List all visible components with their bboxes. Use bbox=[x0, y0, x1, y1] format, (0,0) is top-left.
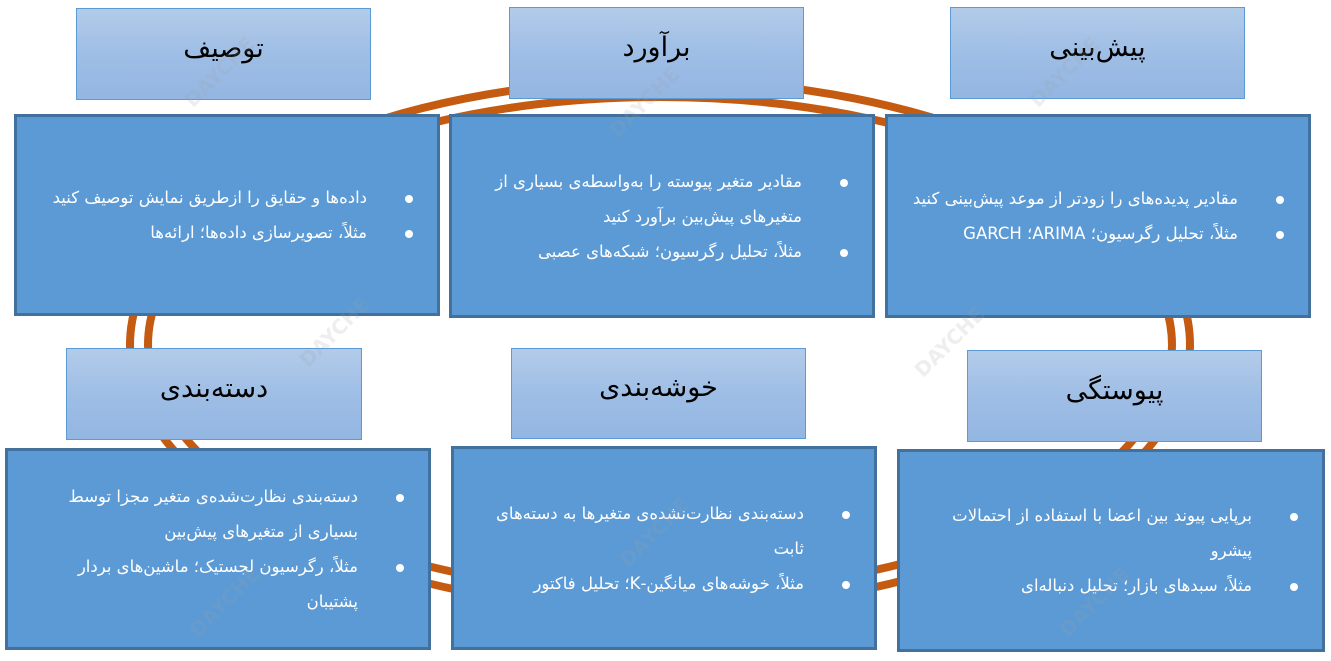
bullet-list: دسته‌بندی نظارت‌نشده‌ی متغیرها به دسته‌ه… bbox=[454, 496, 874, 601]
bullet-item: مثلاً، خوشه‌های میانگین-K؛ تحلیل فاکتور bbox=[468, 566, 850, 601]
node-title-text: توصیف bbox=[183, 32, 264, 64]
bullet-item: مثلاً، سبدهای بازار؛ تحلیل دنباله‌ای bbox=[914, 568, 1298, 603]
node-content-description: داده‌ها و حقایق را ازطریق نمایش توصیف کن… bbox=[14, 114, 440, 316]
bullet-item: مقادیر پدیده‌های را زودتر از موعد پیش‌بی… bbox=[902, 181, 1284, 216]
node-title-description: توصیف bbox=[76, 8, 371, 100]
bullet-item: مقادیر متغیر پیوسته را به‌واسطه‌ی بسیاری… bbox=[466, 164, 848, 234]
bullet-item: دسته‌بندی نظارت‌نشده‌ی متغیرها به دسته‌ه… bbox=[468, 496, 850, 566]
node-title-clustering: خوشه‌بندی bbox=[511, 348, 806, 439]
bullet-list: برپایی پیوند بین اعضا با استفاده از احتم… bbox=[900, 498, 1322, 603]
bullet-list: مقادیر پدیده‌های را زودتر از موعد پیش‌بی… bbox=[888, 181, 1308, 251]
bullet-item: برپایی پیوند بین اعضا با استفاده از احتم… bbox=[914, 498, 1298, 568]
node-content-clustering: دسته‌بندی نظارت‌نشده‌ی متغیرها به دسته‌ه… bbox=[451, 446, 877, 650]
node-content-prediction: مقادیر پدیده‌های را زودتر از موعد پیش‌بی… bbox=[885, 114, 1311, 318]
node-title-estimation: برآورد bbox=[509, 7, 804, 99]
bullet-item: مثلاً، تحلیل رگرسیون؛ ARIMA؛ GARCH bbox=[902, 216, 1284, 251]
node-title-prediction: پیش‌بینی bbox=[950, 7, 1245, 99]
node-content-association: برپایی پیوند بین اعضا با استفاده از احتم… bbox=[897, 449, 1325, 652]
node-content-estimation: مقادیر متغیر پیوسته را به‌واسطه‌ی بسیاری… bbox=[449, 114, 875, 318]
node-title-text: پیوستگی bbox=[1065, 374, 1164, 406]
bullet-item: مثلاً، رگرسیون لجستیک؛ ماشین‌های بردار پ… bbox=[22, 549, 404, 619]
node-content-classification: دسته‌بندی نظارت‌شده‌ی متغیر مجزا توسط بس… bbox=[5, 448, 431, 650]
bullet-list: دسته‌بندی نظارت‌شده‌ی متغیر مجزا توسط بس… bbox=[8, 479, 428, 619]
bullet-item: مثلاً، تحلیل رگرسیون؛ شبکه‌های عصبی bbox=[466, 234, 848, 269]
node-title-text: دسته‌بندی bbox=[159, 372, 269, 404]
bullet-list: مقادیر متغیر پیوسته را به‌واسطه‌ی بسیاری… bbox=[452, 164, 872, 269]
bullet-item: مثلاً، تصویرسازی داده‌ها؛ ارائه‌ها bbox=[31, 215, 413, 250]
bullet-list: داده‌ها و حقایق را ازطریق نمایش توصیف کن… bbox=[17, 180, 437, 250]
node-title-text: پیش‌بینی bbox=[1049, 31, 1146, 63]
node-title-classification: دسته‌بندی bbox=[66, 348, 362, 440]
bullet-item: دسته‌بندی نظارت‌شده‌ی متغیر مجزا توسط بس… bbox=[22, 479, 404, 549]
bullet-item: داده‌ها و حقایق را ازطریق نمایش توصیف کن… bbox=[31, 180, 413, 215]
node-title-association: پیوستگی bbox=[967, 350, 1262, 442]
node-title-text: خوشه‌بندی bbox=[599, 372, 718, 403]
node-title-text: برآورد bbox=[622, 31, 691, 63]
